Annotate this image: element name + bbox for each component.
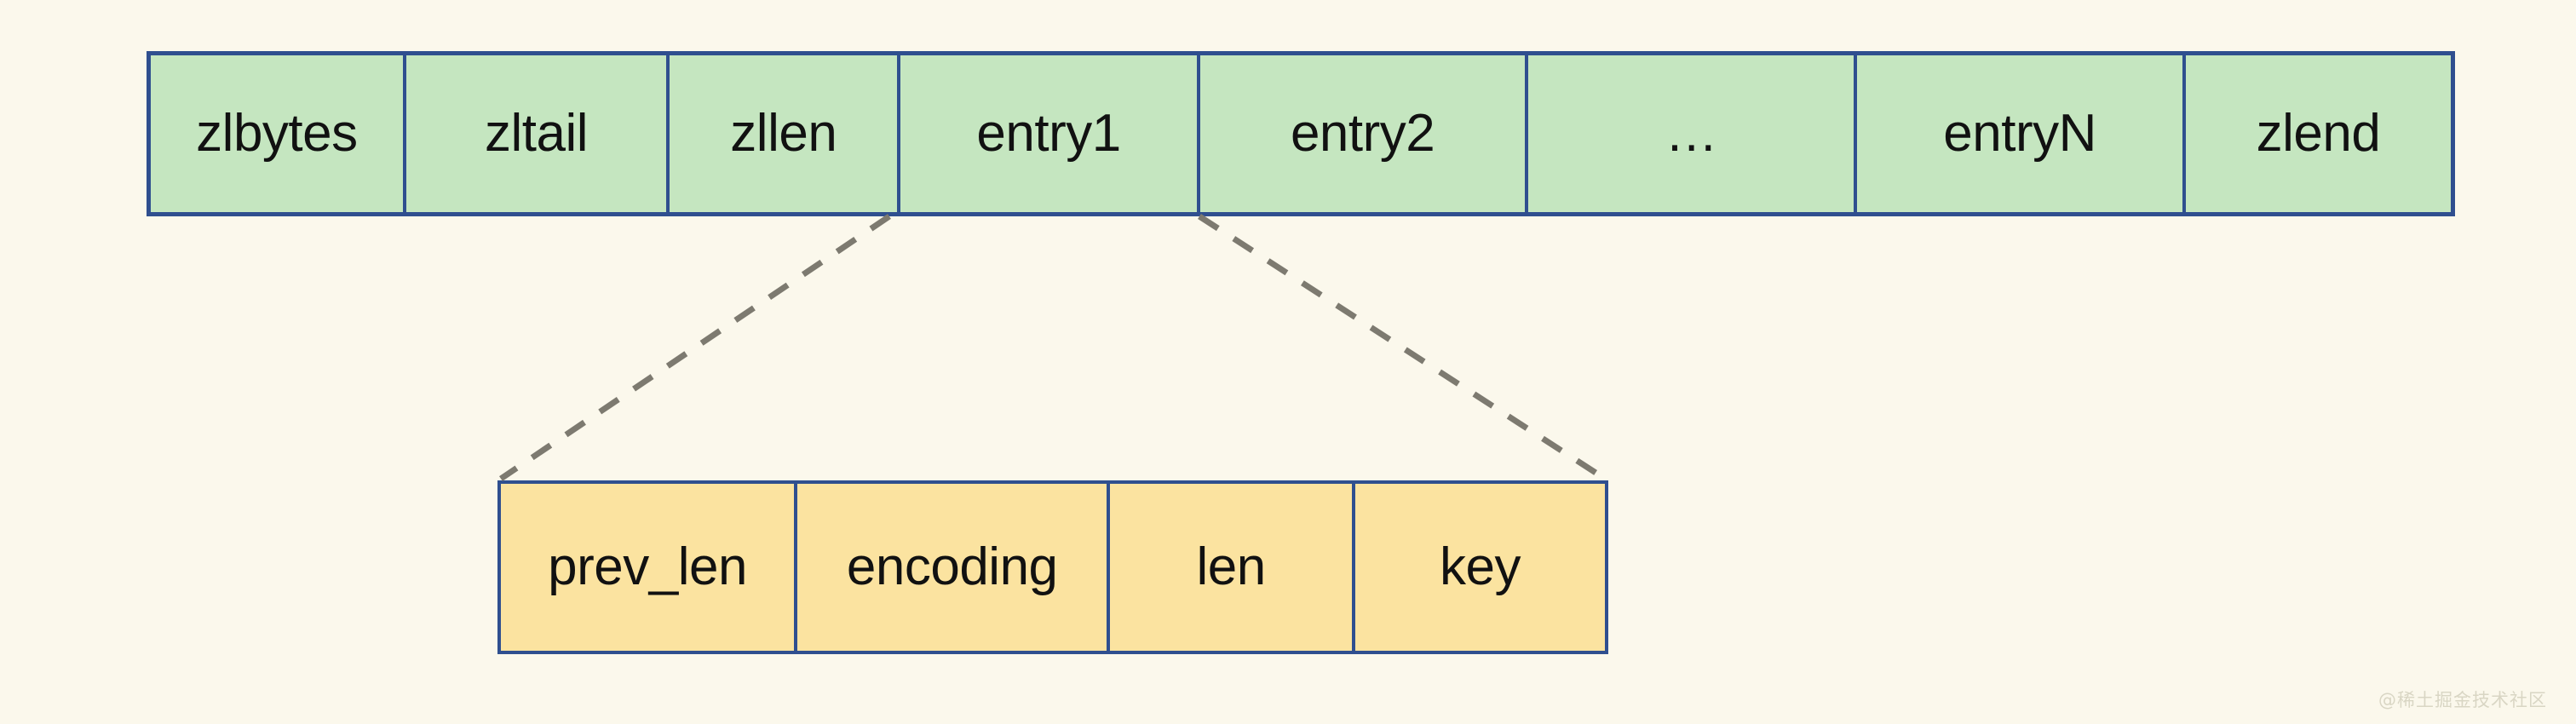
entry-cell-len: len xyxy=(1107,484,1352,651)
ziplist-cell-label: entryN xyxy=(1943,104,2096,163)
ziplist-cell-label: zllen xyxy=(730,104,837,163)
ziplist-cell-label: entry1 xyxy=(976,104,1121,163)
entry-cell-label: key xyxy=(1439,537,1521,596)
entry1-right-leader-icon xyxy=(1198,214,1607,481)
entry-detail-row: prev_len encoding len key xyxy=(497,480,1608,654)
entry1-left-leader-icon xyxy=(499,214,891,481)
ziplist-cell-zlend: zlend xyxy=(2182,55,2452,212)
ziplist-cell-ellipsis: … xyxy=(1525,55,1854,212)
entry-cell-key: key xyxy=(1351,484,1606,651)
ziplist-cell-label: … xyxy=(1665,104,1718,163)
ziplist-cell-entry1: entry1 xyxy=(897,55,1197,212)
ziplist-cell-label: zltail xyxy=(485,104,589,163)
ziplist-structure-row: zlbytes zltail zllen entry1 entry2 … ent… xyxy=(147,51,2455,216)
entry-cell-label: encoding xyxy=(846,537,1058,596)
entry-cell-label: prev_len xyxy=(548,537,747,596)
entry-cell-encoding: encoding xyxy=(794,484,1107,651)
ziplist-cell-entry2: entry2 xyxy=(1196,55,1526,212)
ziplist-cell-label: zlend xyxy=(2256,104,2381,163)
ziplist-cell-entryn: entryN xyxy=(1854,55,2182,212)
ziplist-cell-label: entry2 xyxy=(1290,104,1435,163)
watermark: @稀土掘金技术社区 xyxy=(2378,690,2547,710)
ziplist-cell-zlbytes: zlbytes xyxy=(151,55,403,212)
entry-cell-label: len xyxy=(1196,537,1266,596)
entry-cell-prev-len: prev_len xyxy=(501,484,795,651)
ziplist-cell-zltail: zltail xyxy=(402,55,667,212)
ziplist-cell-zllen: zllen xyxy=(666,55,898,212)
ziplist-cell-label: zlbytes xyxy=(196,104,358,163)
